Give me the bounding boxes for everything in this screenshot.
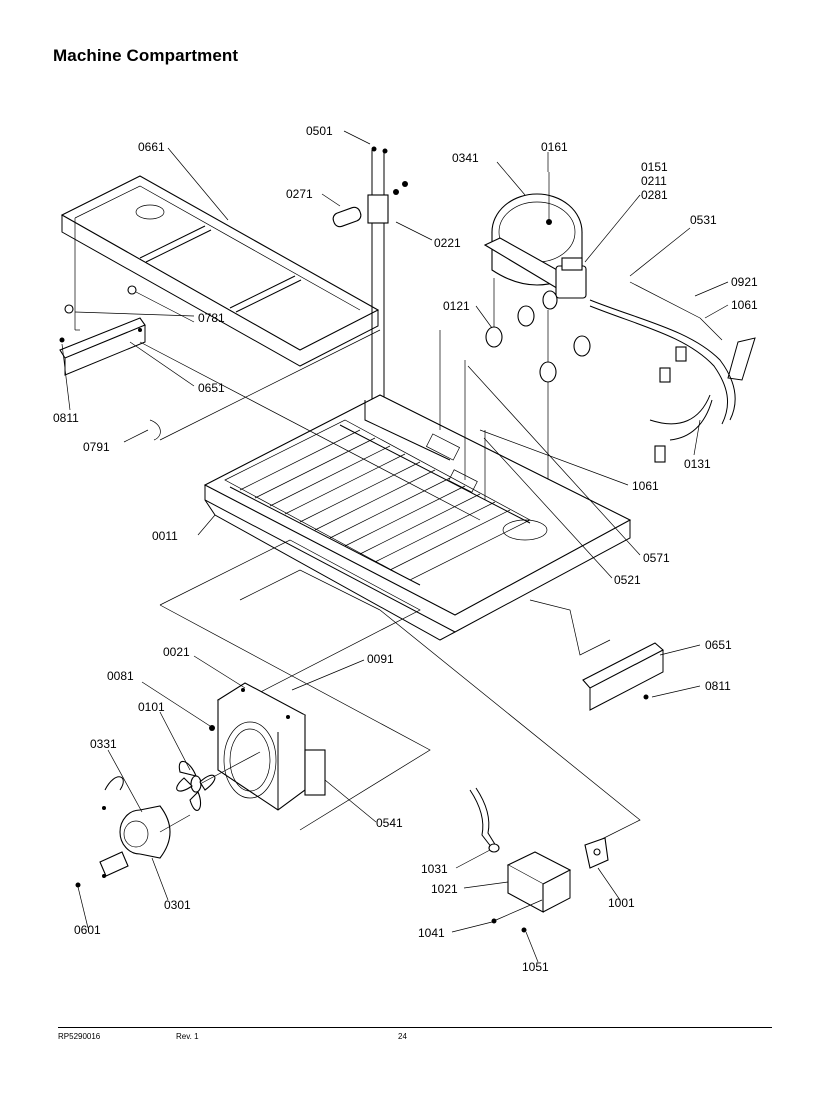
callout-0791: 0791 [83, 440, 110, 454]
callout-0531: 0531 [690, 213, 717, 227]
callout-0021: 0021 [163, 645, 190, 659]
callout-0811-lower: 0811 [705, 679, 731, 693]
right-bracket [582, 642, 664, 711]
drain-pan-tray [60, 175, 380, 367]
callout-labels: 0501 0661 0341 0161 0151 0211 0281 0271 … [53, 124, 758, 974]
vertical-tube-assembly [332, 146, 408, 400]
callout-0651-upper: 0651 [198, 381, 225, 395]
footer-rule [58, 1027, 772, 1028]
compressor [483, 172, 591, 550]
wiring-harness [589, 281, 756, 463]
callout-0101: 0101 [138, 700, 165, 714]
callout-0151: 0151 [641, 160, 668, 174]
footer-revision: Rev. 1 [176, 1032, 199, 1041]
callout-0011: 0011 [152, 529, 178, 543]
callout-0281: 0281 [641, 188, 668, 202]
callout-1051: 1051 [522, 960, 549, 974]
callout-1061-upper: 1061 [731, 298, 758, 312]
callout-0521: 0521 [614, 573, 641, 587]
condenser-fins [229, 424, 531, 586]
callout-leaders [61, 130, 729, 963]
callout-0541: 0541 [376, 816, 403, 830]
callout-1041: 1041 [418, 926, 445, 940]
callout-0211: 0211 [641, 174, 667, 188]
callout-0571: 0571 [643, 551, 670, 565]
footer-doc-number: RP5290016 [58, 1032, 101, 1041]
callout-0121: 0121 [443, 299, 470, 313]
callout-0161: 0161 [541, 140, 568, 154]
callout-0301: 0301 [164, 898, 191, 912]
callout-0091: 0091 [367, 652, 394, 666]
callout-0781: 0781 [198, 311, 225, 325]
thermostat-bracket [469, 787, 609, 933]
fan-blade [176, 751, 261, 812]
callout-0341: 0341 [452, 151, 479, 165]
callout-0271: 0271 [286, 187, 313, 201]
callout-0081: 0081 [107, 669, 134, 683]
footer-page-number: 24 [398, 1032, 407, 1041]
base-pan-condenser [203, 330, 632, 641]
callout-1021: 1021 [431, 882, 458, 896]
callout-0921: 0921 [731, 275, 758, 289]
callout-1001: 1001 [608, 896, 635, 910]
callout-0651-lower: 0651 [705, 638, 732, 652]
callout-0811-upper: 0811 [53, 411, 79, 425]
page-title: Machine Compartment [53, 46, 239, 65]
left-bracket [59, 285, 146, 376]
callout-1061-lower: 1061 [632, 479, 659, 493]
fan-motor [75, 776, 191, 888]
grommets [485, 290, 591, 383]
callout-0221: 0221 [434, 236, 461, 250]
callout-0501: 0501 [306, 124, 333, 138]
callout-0661: 0661 [138, 140, 165, 154]
assembly-guide-lines [75, 329, 641, 841]
callout-0331: 0331 [90, 737, 117, 751]
callout-0601: 0601 [74, 923, 101, 937]
fan-shroud [209, 682, 326, 811]
callout-1031: 1031 [421, 862, 448, 876]
callout-0131: 0131 [684, 457, 711, 471]
